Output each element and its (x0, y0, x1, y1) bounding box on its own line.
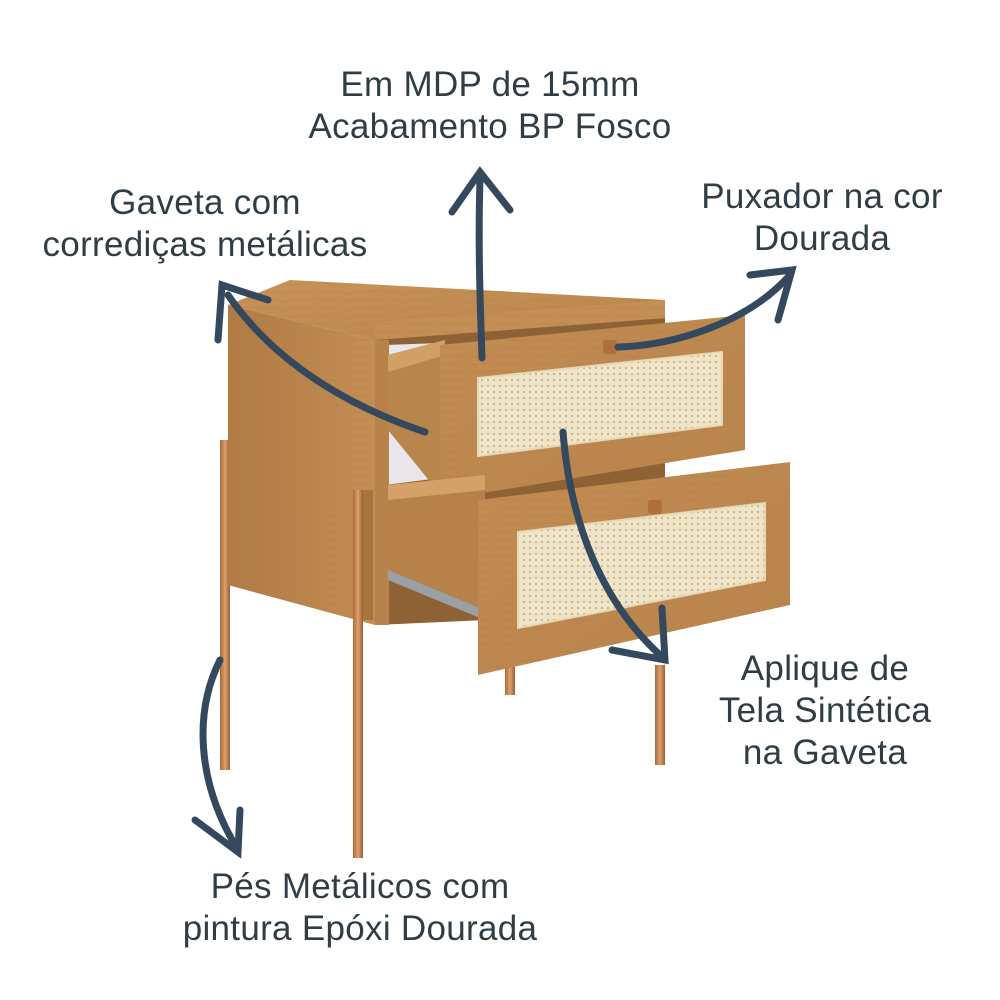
label-legs-line1: Pés Metálicos com (210, 867, 510, 906)
top-drawer-rattan (477, 350, 723, 458)
label-rattan-panel: Aplique de Tela Sintética na Gaveta (680, 648, 970, 774)
leg-front-left (353, 490, 373, 858)
top-panel (228, 280, 665, 340)
leg-front-right (655, 665, 665, 765)
leg-back-right (505, 660, 515, 695)
top-drawer-handle (603, 340, 617, 354)
arrow-material (475, 176, 486, 362)
label-drawer-slides: Gaveta com corrediças metálicas (10, 182, 400, 266)
label-legs-line2: pintura Epóxi Dourada (182, 909, 538, 948)
label-handle: Puxador na cor Dourada (672, 176, 972, 260)
arrow-legs (199, 656, 242, 854)
label-material-line2: Acabamento BP Fosco (308, 107, 672, 146)
label-rattan-line3: na Gaveta (742, 733, 908, 772)
bottom-drawer-handle (648, 500, 662, 514)
side-panel (228, 305, 375, 625)
label-rattan-line1: Aplique de (740, 649, 910, 688)
arrow-drawer-slides (224, 291, 429, 436)
label-drawer-slides-line1: Gaveta com (109, 183, 301, 222)
label-legs: Pés Metálicos com pintura Epóxi Dourada (140, 866, 580, 950)
arrow-rattan-panel (559, 428, 664, 659)
label-handle-line1: Puxador na cor (701, 177, 943, 216)
label-drawer-slides-line2: corrediças metálicas (42, 225, 368, 264)
annotation-arrows (191, 166, 797, 859)
label-handle-line2: Dourada (753, 219, 891, 258)
top-drawer (388, 315, 745, 500)
label-material: Em MDP de 15mm Acabamento BP Fosco (280, 64, 700, 148)
leg-back-left (220, 440, 230, 770)
label-material-line1: Em MDP de 15mm (340, 65, 640, 104)
arrow-handle (614, 271, 794, 351)
label-rattan-line2: Tela Sintética (718, 691, 932, 730)
bottom-drawer (388, 462, 790, 675)
